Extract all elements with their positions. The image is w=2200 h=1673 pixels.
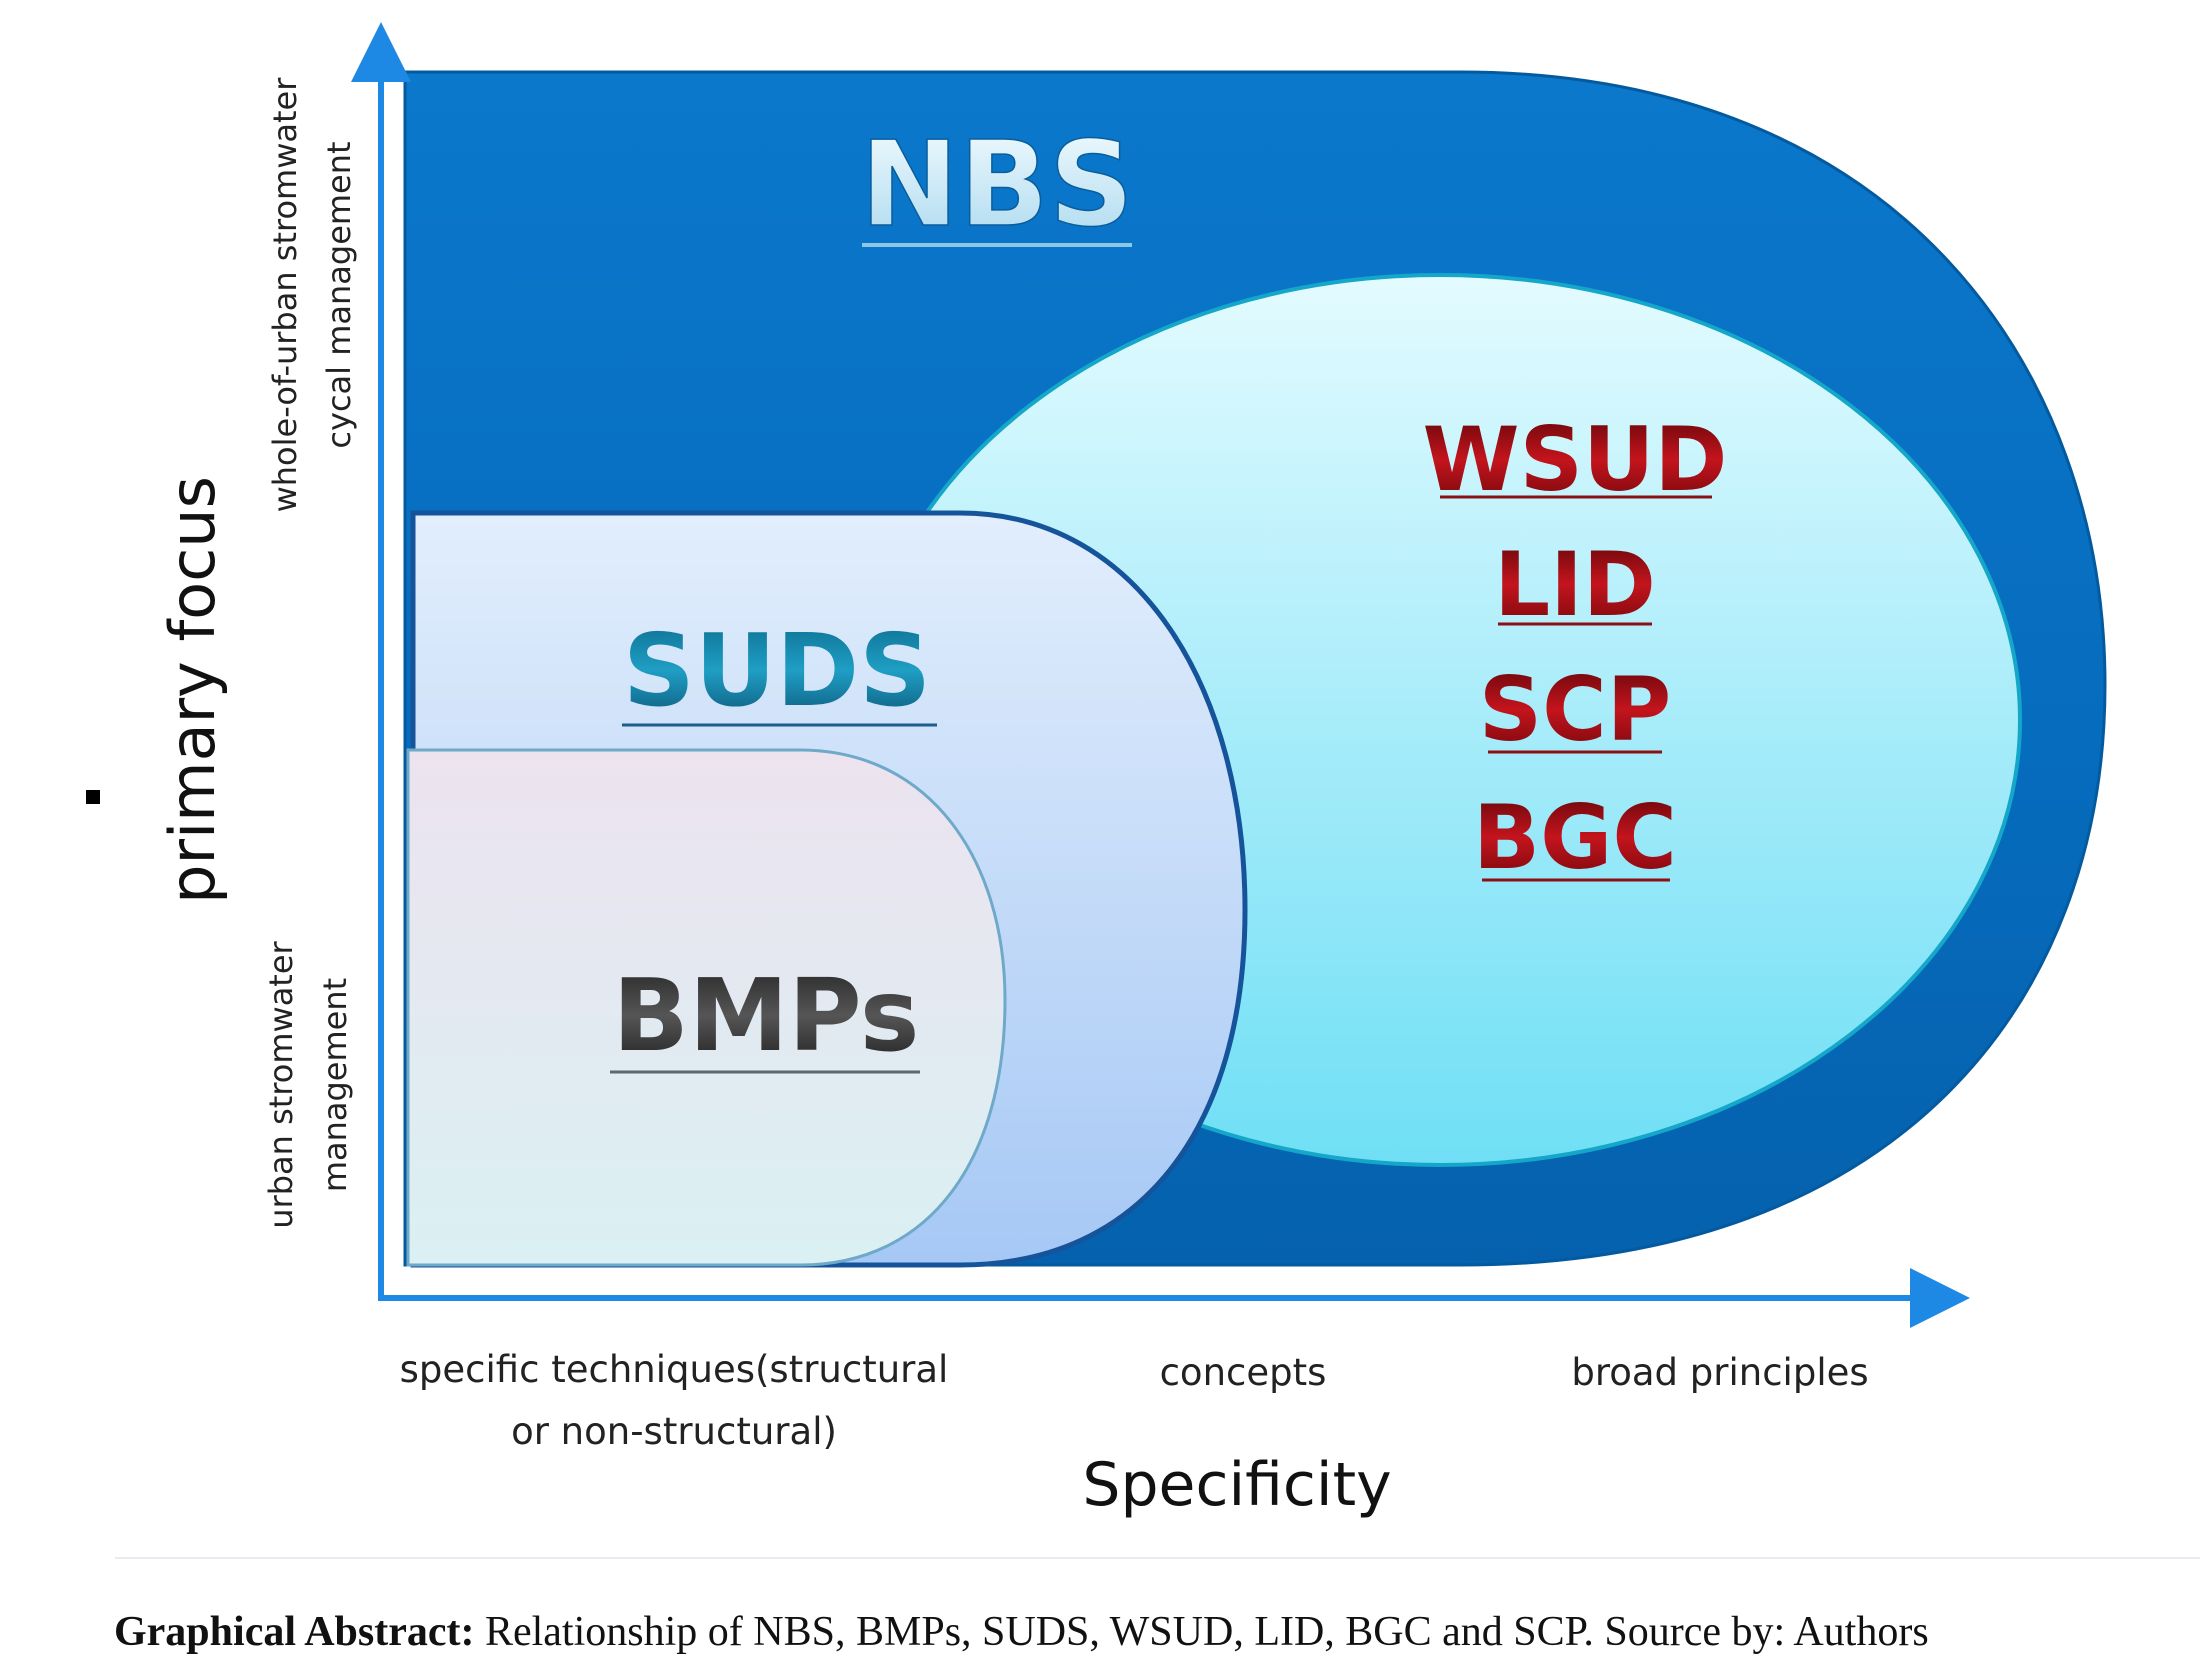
x-tick-broad-principles: broad principles xyxy=(1571,1351,1868,1394)
x-tick-concepts: concepts xyxy=(1160,1351,1327,1394)
y-axis-bottom-label-line2: management xyxy=(316,978,354,1192)
x-tick-specific-techniques-line1: specific techniques(structural xyxy=(400,1348,949,1391)
x-axis-title: Specificity xyxy=(1082,1450,1391,1520)
scp-label: SCP xyxy=(1479,658,1671,761)
lid-label: LID xyxy=(1494,533,1656,636)
y-axis-bottom-label-line1: urban stromwater xyxy=(262,940,300,1228)
nbs-label: NBS xyxy=(860,115,1134,253)
y-axis-top-label-line2: cycal management xyxy=(320,141,358,448)
bmps-region xyxy=(406,748,1007,1267)
bmps-label: BMPs xyxy=(613,957,920,1074)
separator-line xyxy=(115,1557,2200,1559)
bullet-mark xyxy=(86,790,100,804)
y-axis-title: primary focus xyxy=(156,476,229,904)
wsud-label: WSUD xyxy=(1423,408,1728,511)
bgc-label: BGC xyxy=(1473,786,1677,889)
x-tick-specific-techniques-line2: or non-structural) xyxy=(511,1410,837,1453)
y-axis-top-label-line1: whole-of-urban stromwater xyxy=(266,77,304,513)
caption-bold: Graphical Abstract: xyxy=(114,1609,475,1655)
caption-text: Relationship of NBS, BMPs, SUDS, WSUD, L… xyxy=(474,1609,1929,1655)
suds-label: SUDS xyxy=(623,612,931,729)
figure-caption: Graphical Abstract: Relationship of NBS,… xyxy=(114,1608,1929,1656)
